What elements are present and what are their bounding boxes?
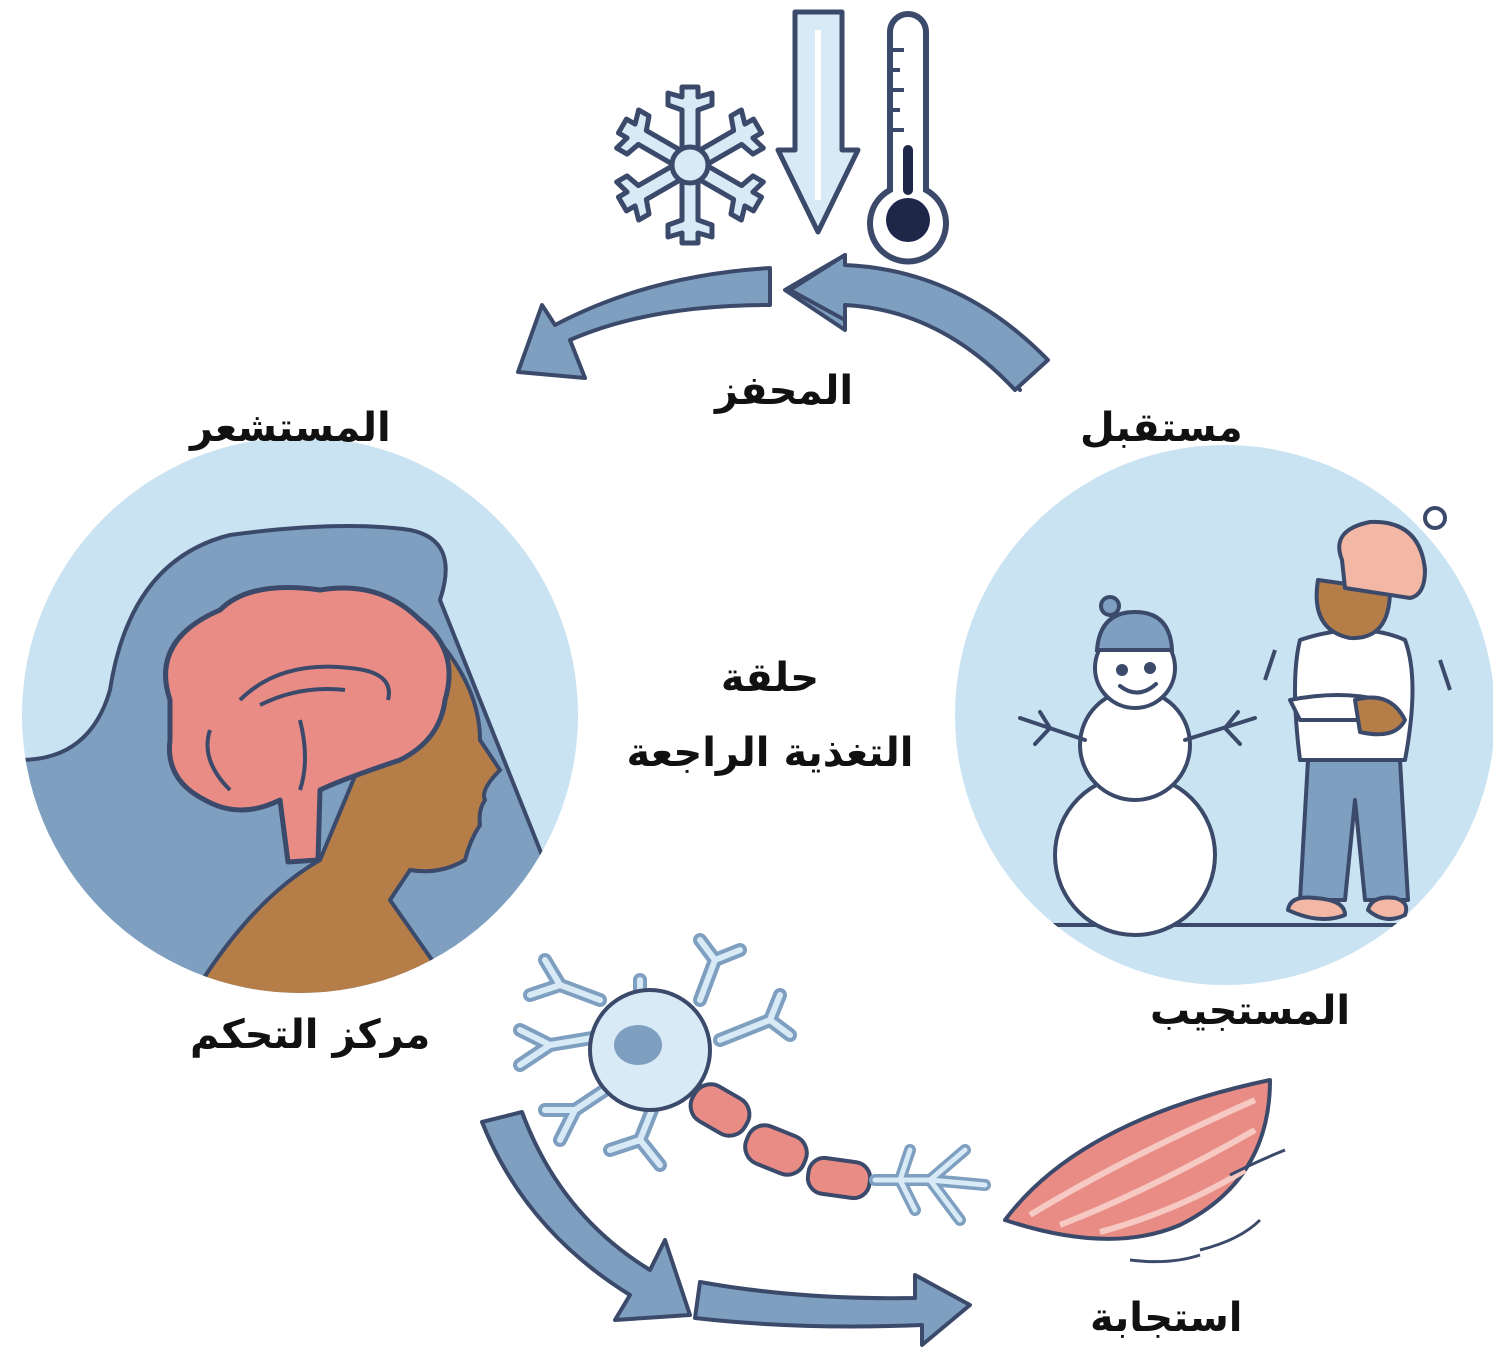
receptor-label: مستقبل [1080,405,1243,451]
control-center-label: مركز التحكم [190,1012,431,1058]
feedback-loop-title-line2: التغذية الراجعة [626,730,914,776]
brain-illustration [22,437,578,993]
response-label: استجابة [1090,1295,1243,1341]
arrow-receptor-to-stimulus [783,253,1050,392]
down-arrow-icon [775,9,861,235]
neuron-icon [513,933,991,1226]
thermometer-icon [867,11,949,265]
feedback-loop-title-line1: حلقة [720,655,820,701]
arrow-stimulus-to-sensor [516,266,772,380]
snowflake-icon [611,84,768,243]
snowman-icon [1018,595,1257,937]
stimulus-label: المحفز [715,368,854,414]
cold-person-icon [1263,506,1452,921]
muscle-icon [1003,1078,1286,1264]
effector-label: المستجيب [1150,988,1351,1034]
sensor-label: المستشعر [190,405,391,451]
arrow-control-to-effector-2 [693,1273,972,1347]
arrow-control-to-effector-1 [480,1110,692,1322]
receptor-effector-illustration [955,445,1493,985]
